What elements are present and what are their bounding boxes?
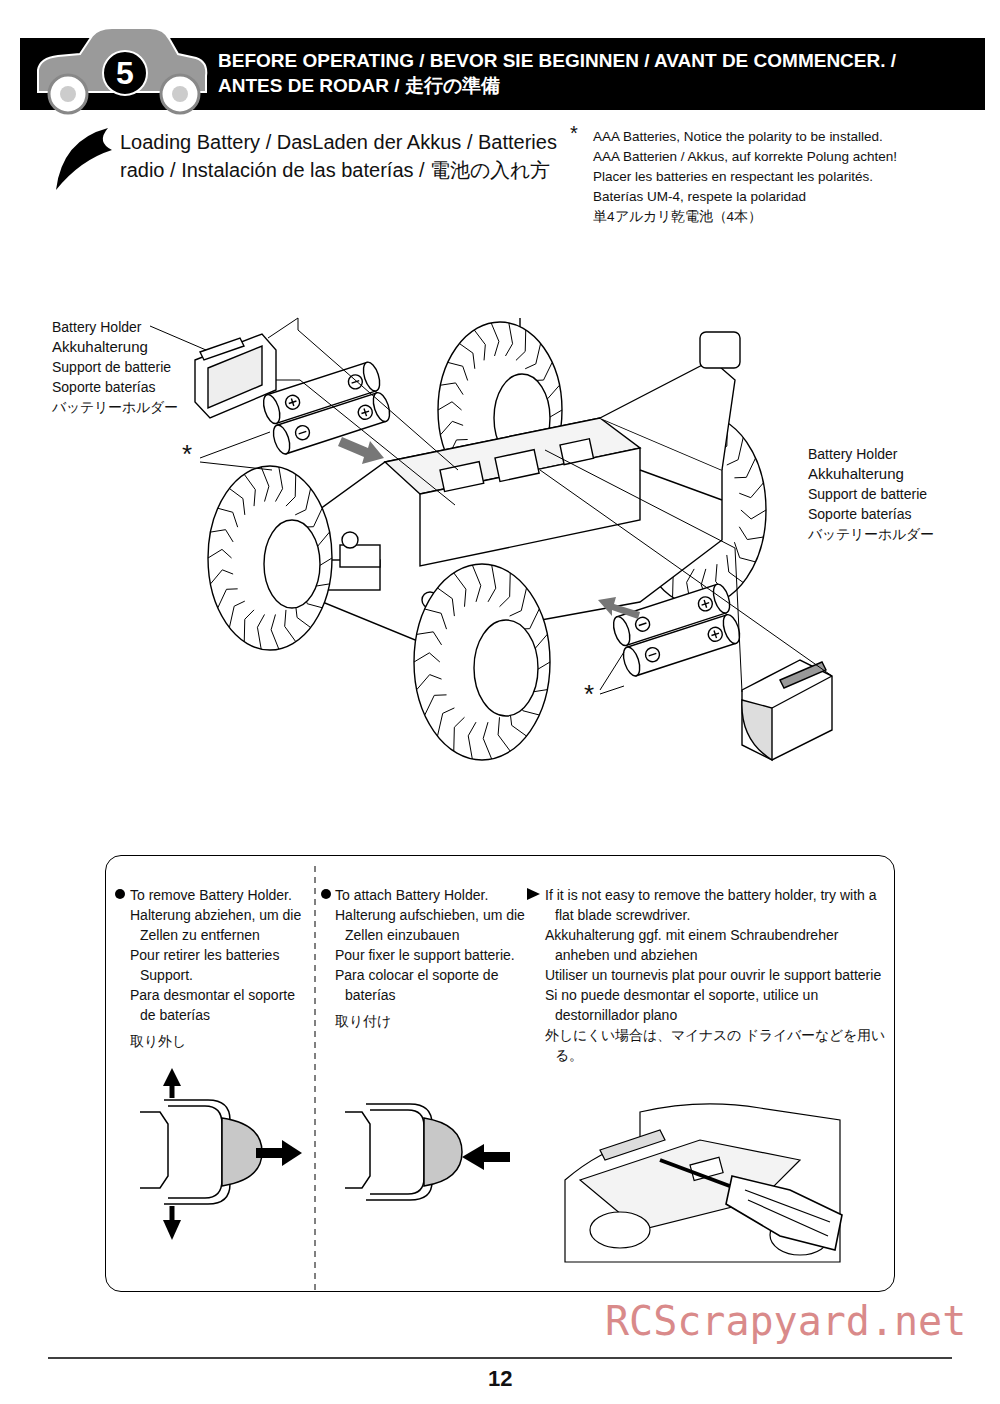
part-label: Battery Holder: [52, 317, 141, 337]
instruction-text: Para desmontar el soporte de baterías: [130, 985, 310, 1025]
instruction-text: 外しにくい場合は、マイナスの ドライバーなどを用いる。: [545, 1025, 885, 1065]
page-title: BEFORE OPERATING / BEVOR SIE BEGINNEN / …: [218, 48, 958, 98]
instruction-text: Halterung aufschieben, um die Zellen ein…: [335, 905, 525, 945]
truck-icon: [38, 28, 206, 113]
part-label: Akkuhalterung: [52, 337, 148, 357]
note-text: Placer les batteries en respectant les p…: [593, 167, 873, 187]
section-heading: Loading Battery / DasLaden der Akkus / B…: [120, 128, 570, 184]
text-column: If it is not easy to remove the battery …: [545, 885, 885, 1065]
battery-holder: [195, 334, 276, 418]
bullet: [321, 889, 331, 899]
instruction-text: Para colocar el soporte de baterías: [335, 965, 525, 1005]
instruction-text: To attach Battery Holder.: [335, 885, 525, 905]
instruction-text: 取り付け: [335, 1011, 525, 1031]
note-text: Baterías UM-4, respete la polaridad: [593, 187, 806, 207]
tire-tread: [414, 565, 550, 759]
asterisk-mark: *: [584, 680, 594, 708]
tire-tread: [208, 467, 332, 649]
text-column: To attach Battery Holder.Halterung aufsc…: [335, 885, 525, 1031]
page-number: 12: [488, 1366, 512, 1392]
instruction-text: Halterung abziehen, um die Zellen zu ent…: [130, 905, 310, 945]
instruction-text: Si no puede desmontar el soporte, utilic…: [545, 985, 885, 1025]
instruction-box: To remove Battery Holder.Halterung abzie…: [105, 855, 895, 1292]
battery-pair: [610, 582, 742, 678]
leader-line: [150, 318, 832, 694]
part-label: Soporte baterías: [808, 504, 912, 524]
note-text: AAA Batterien / Akkus, auf korrekte Polu…: [593, 147, 897, 167]
step-number-circle: 5: [102, 50, 148, 96]
divider-line: [315, 866, 316, 1292]
part-label: Battery Holder: [808, 444, 897, 464]
remove-diagram: [140, 1068, 302, 1240]
note-text: AAA Batteries, Notice the polarity to be…: [593, 127, 883, 147]
battery-holder: [742, 660, 832, 760]
instruction-text: Pour fixer le support batterie.: [335, 945, 525, 965]
text-column: To remove Battery Holder.Halterung abzie…: [130, 885, 310, 1051]
part-label: Support de batterie: [52, 357, 171, 377]
crescent-icon: [56, 128, 112, 190]
part-label: Support de batterie: [808, 484, 927, 504]
footer-rule: [48, 1357, 952, 1359]
battery-pair: [260, 360, 392, 456]
part-label: バッテリーホルダー: [808, 524, 934, 544]
part-label: Akkuhalterung: [808, 464, 904, 484]
screwdriver-drawing: [565, 1104, 842, 1262]
truck-drawing: [208, 318, 766, 760]
instruction-text: Akkuhalterung ggf. mit einem Schraubendr…: [545, 925, 885, 965]
instruction-text: 取り外し: [130, 1031, 310, 1051]
insert-arrow: [338, 437, 384, 464]
insert-arrow: [598, 597, 640, 619]
triangle-bullet: [527, 888, 540, 900]
instruction-text: Pour retirer les batteries Support.: [130, 945, 310, 985]
note-text: 単4アルカリ乾電池（4本）: [593, 207, 762, 227]
asterisk-mark: *: [570, 122, 578, 144]
asterisk-mark: *: [182, 440, 192, 468]
attach-diagram: [345, 1104, 510, 1200]
part-label: バッテリーホルダー: [52, 397, 178, 417]
instruction-text: To remove Battery Holder.: [130, 885, 310, 905]
bullet: [115, 889, 125, 899]
part-label: Soporte baterías: [52, 377, 156, 397]
step-number: 5: [116, 56, 134, 90]
instruction-text: If it is not easy to remove the battery …: [545, 885, 885, 925]
watermark: RCScrapyard.net: [605, 1298, 966, 1344]
instruction-text: Utiliser un tournevis plat pour ouvrir l…: [545, 965, 885, 985]
